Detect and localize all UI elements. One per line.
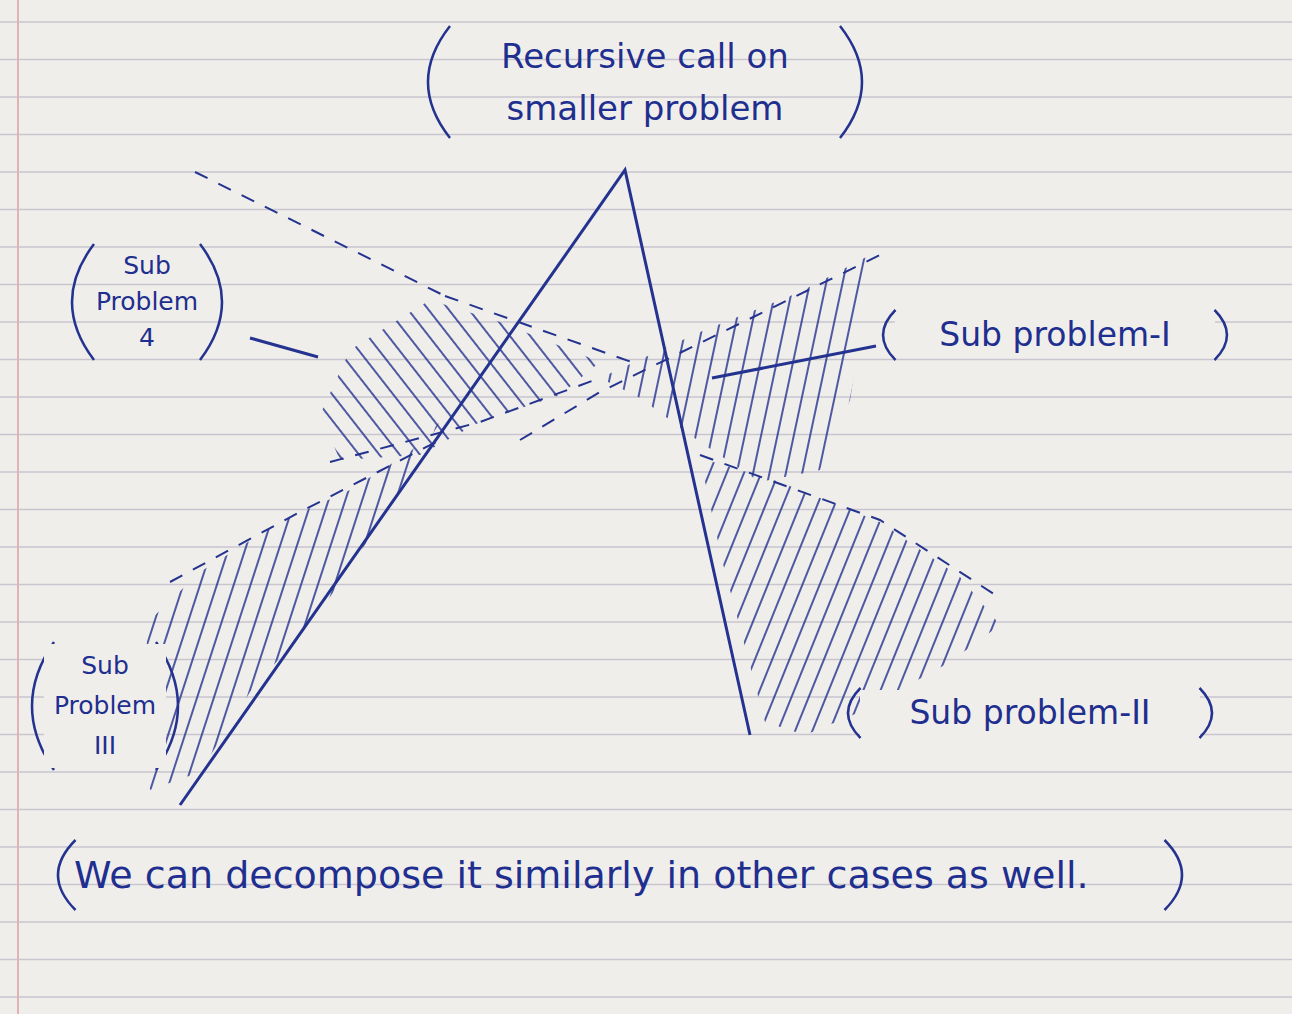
- ruled-line: [0, 171, 1292, 173]
- ruled-line: [0, 471, 1292, 473]
- parenthesis: [428, 26, 450, 138]
- ruled-line: [0, 284, 1292, 286]
- ruled-line: [0, 209, 1292, 211]
- parenthesis: [200, 244, 222, 360]
- subproblem-label: Sub problem-I: [895, 312, 1215, 358]
- leader-line: [712, 346, 876, 378]
- ruled-line: [0, 809, 1292, 811]
- parenthesis: [58, 840, 76, 910]
- dashed-boundary: [445, 296, 640, 365]
- subproblem-label: Sub Problem III: [44, 644, 166, 768]
- ruled-line: [0, 921, 1292, 923]
- ruled-line: [0, 134, 1292, 136]
- parenthesis: [848, 688, 861, 738]
- parenthesis: [1165, 840, 1183, 910]
- parenthesis: [1200, 688, 1213, 738]
- margin-line: [17, 0, 19, 1014]
- footnote: We can decompose it similarly in other c…: [70, 842, 1170, 908]
- hatched-region: [600, 255, 870, 482]
- subproblem-label: Sub problem-II: [860, 690, 1200, 736]
- subproblem-label: Sub Problem 4: [84, 246, 210, 358]
- parenthesis: [883, 310, 896, 360]
- title-note: Recursive call on smaller problem: [440, 28, 850, 136]
- dashed-boundary: [700, 455, 1000, 598]
- dashed-boundary: [170, 440, 440, 582]
- ruled-line: [0, 546, 1292, 548]
- ruled-line: [0, 434, 1292, 436]
- dashed-boundary: [520, 255, 880, 440]
- parenthesis: [1215, 310, 1228, 360]
- hatched-region: [140, 422, 440, 790]
- recursion-peak: [180, 170, 750, 805]
- parenthesis: [72, 244, 94, 360]
- leader-line: [250, 338, 318, 357]
- ruled-line: [0, 509, 1292, 511]
- dashed-boundary: [330, 378, 600, 462]
- dashed-boundary: [195, 172, 445, 296]
- ruled-line: [0, 246, 1292, 248]
- parenthesis: [840, 26, 862, 138]
- hatched-region: [320, 300, 600, 460]
- ruled-line: [0, 996, 1292, 998]
- ruled-line: [0, 846, 1292, 848]
- ruled-line: [0, 959, 1292, 961]
- ruled-line: [0, 21, 1292, 23]
